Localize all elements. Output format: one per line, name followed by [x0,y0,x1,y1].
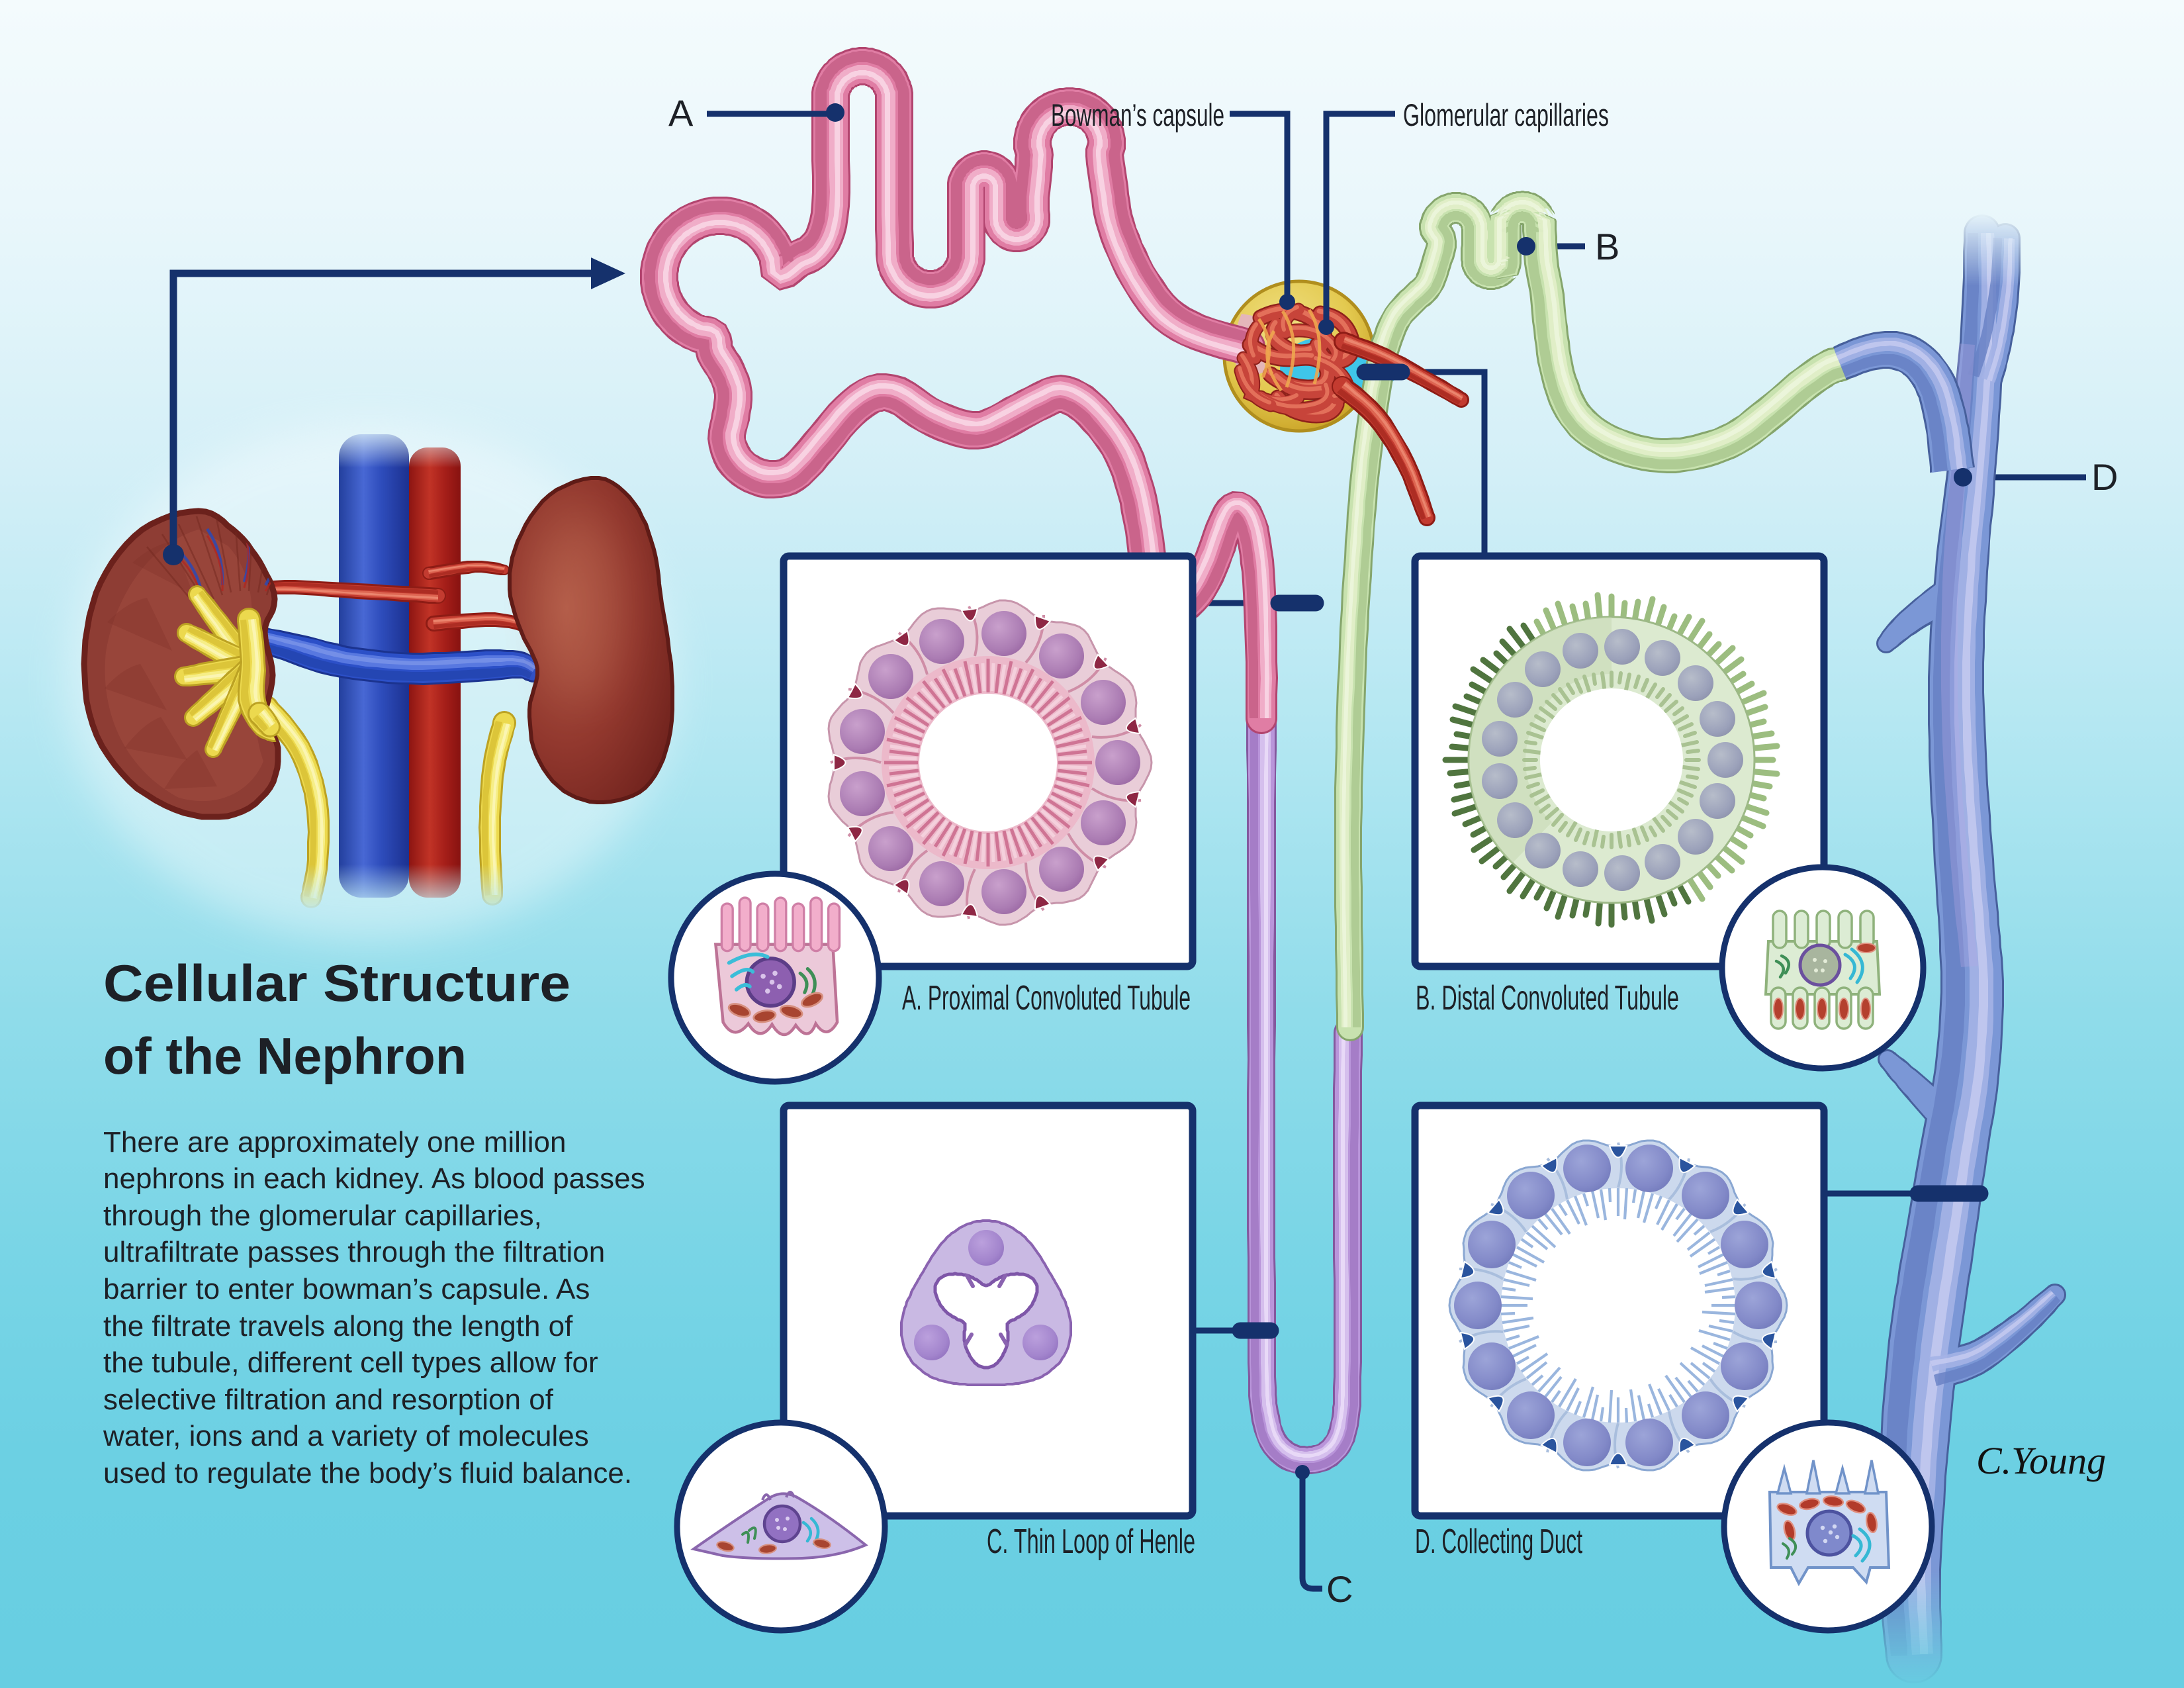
svg-text:Glomerular capillaries: Glomerular capillaries [1403,97,1609,132]
svg-text:Cellular Structure: Cellular Structure [103,954,570,1012]
svg-text:C. Thin Loop of Henle: C. Thin Loop of Henle [987,1523,1195,1561]
svg-text:D. Collecting Duct: D. Collecting Duct [1415,1523,1582,1561]
svg-text:nephrons in each kidney. As bl: nephrons in each kidney. As blood passes [103,1162,645,1195]
svg-text:A: A [668,92,694,134]
svg-text:C: C [1326,1568,1353,1610]
svg-text:There are approximately one mi: There are approximately one million [103,1126,566,1158]
svg-text:of the Nephron: of the Nephron [103,1027,467,1085]
svg-text:barrier to enter bowman’s caps: barrier to enter bowman’s capsule. As [103,1273,590,1305]
svg-text:ultrafiltrate passes through t: ultrafiltrate passes through the filtrat… [103,1236,605,1268]
svg-text:used to regulate the body’s fl: used to regulate the body’s fluid balanc… [103,1457,632,1489]
svg-text:B. Distal Convoluted Tubule: B. Distal Convoluted Tubule [1416,979,1679,1017]
svg-text:C.Young: C.Young [1976,1439,2106,1482]
svg-text:through the glomerular capilla: through the glomerular capillaries, [103,1199,542,1232]
svg-text:B: B [1595,226,1619,267]
svg-text:the tubule, different cell typ: the tubule, different cell types allow f… [103,1346,598,1379]
svg-text:Bowman’s capsule: Bowman’s capsule [1051,97,1224,132]
svg-text:selective filtration and resor: selective filtration and resorption of [103,1383,554,1416]
svg-text:D: D [2091,456,2118,498]
svg-text:the filtrate travels along the: the filtrate travels along the length of [103,1310,573,1342]
svg-text:A. Proximal Convoluted Tubule: A. Proximal Convoluted Tubule [902,979,1191,1017]
svg-text:water, ions and a variety of m: water, ions and a variety of molecules [103,1420,589,1452]
